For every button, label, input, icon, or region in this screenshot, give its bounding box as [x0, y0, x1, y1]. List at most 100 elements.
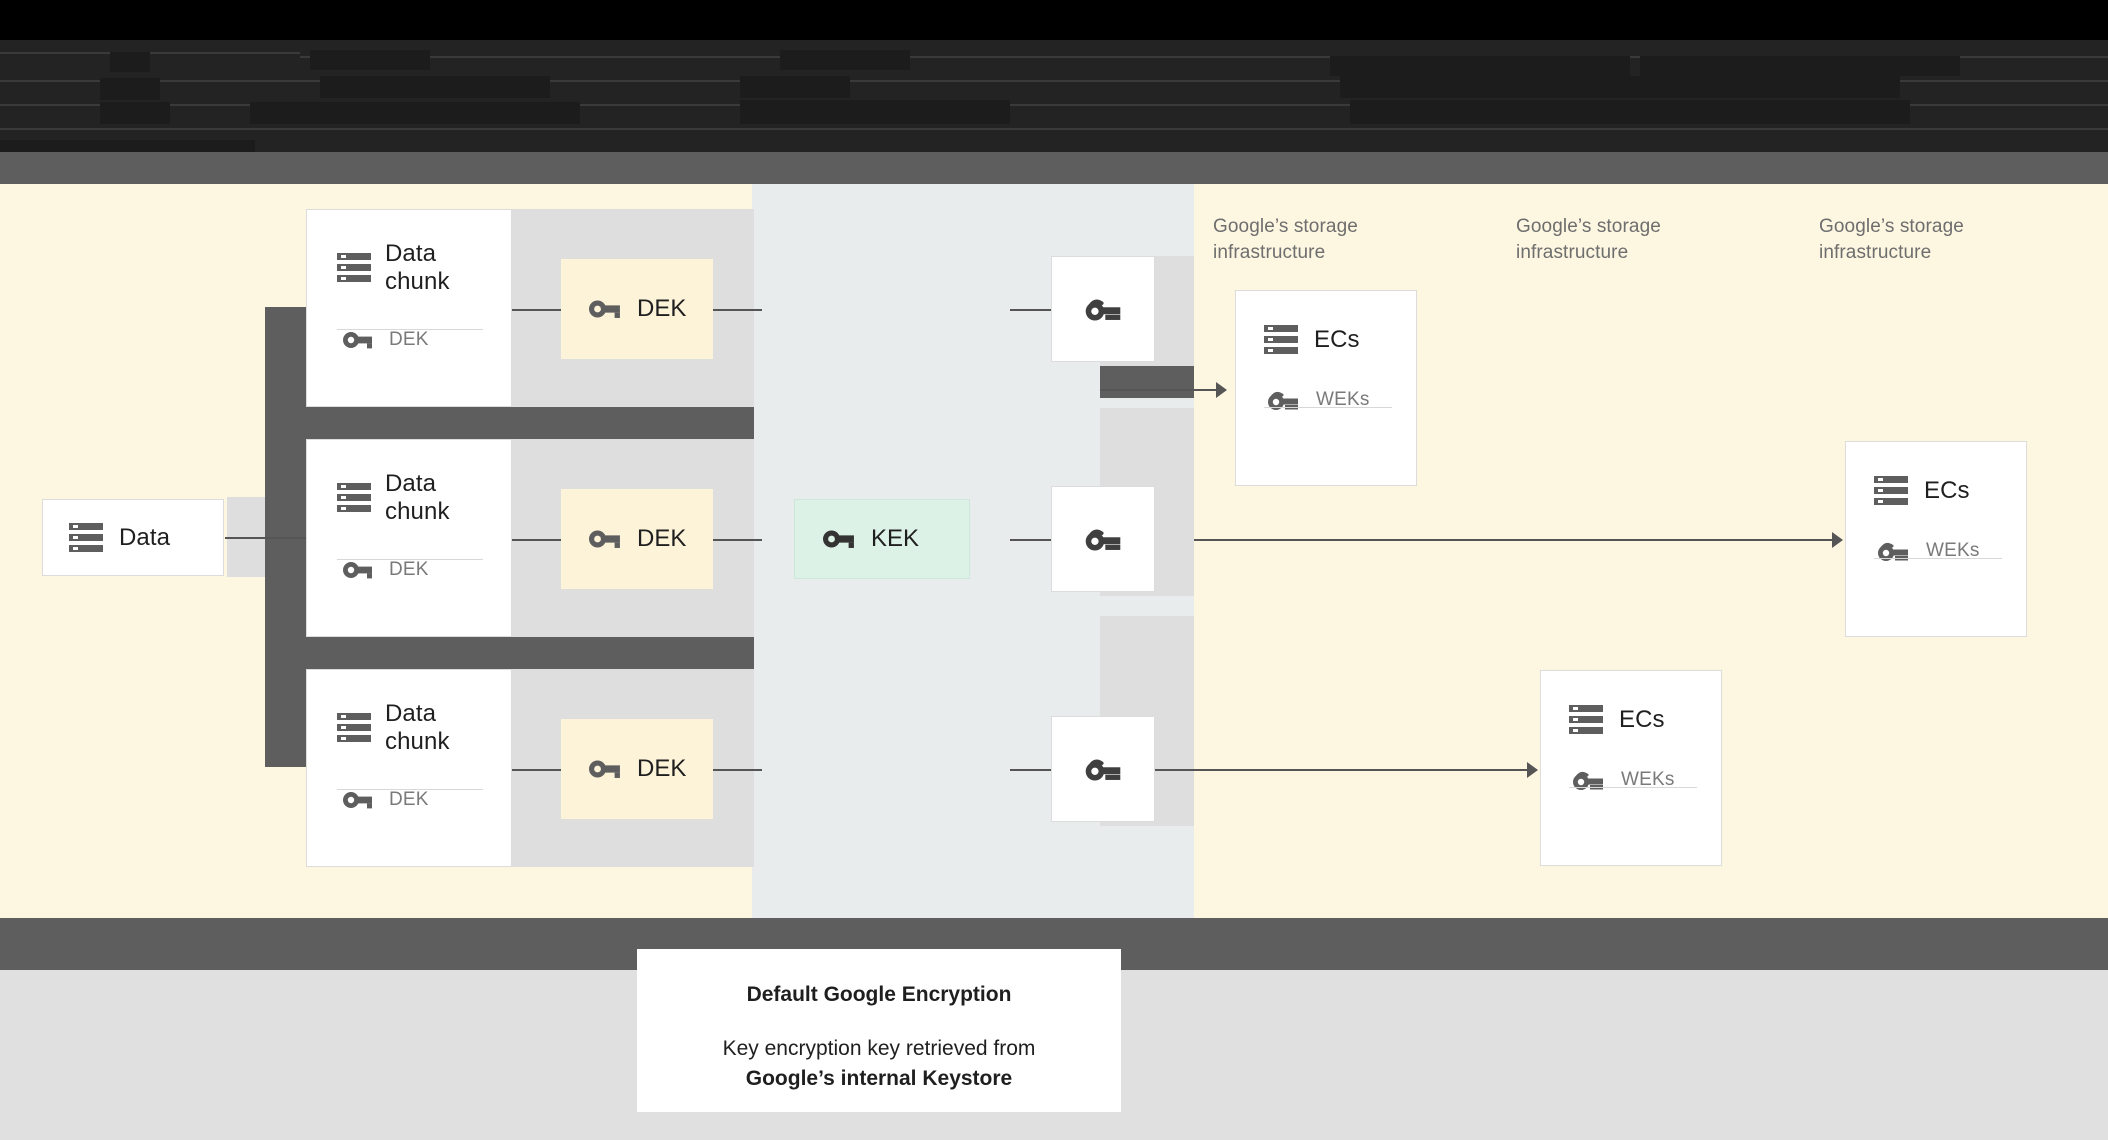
header-noise-block	[0, 140, 255, 154]
header-noise-block	[1340, 76, 1900, 98]
data-chunk-label-2: Data chunk	[385, 470, 450, 525]
connector-dek3-to-column	[713, 769, 762, 771]
server-icon	[337, 712, 371, 743]
storage-label-1: ECs	[1314, 326, 1360, 354]
key-icon	[1266, 387, 1300, 413]
data-chunk-card-1[interactable]: Data chunk DEK	[306, 209, 512, 407]
header-noise-line	[0, 128, 2108, 130]
connector-to-wek3	[1010, 769, 1052, 771]
arrowhead-ecs-1	[1216, 382, 1227, 398]
header-noise-block	[100, 78, 160, 100]
server-icon	[69, 522, 103, 553]
header-noise-block	[740, 100, 1010, 124]
wrapped-key-card-1[interactable]	[1051, 256, 1155, 362]
arrowhead-ecs-2	[1832, 532, 1843, 548]
header-noise-block	[1640, 56, 1960, 76]
header-noise-block	[1330, 56, 1630, 76]
header-noise-block	[1350, 100, 1910, 124]
header-noise-block	[110, 52, 150, 72]
storage-key-label-2: WEKs	[1926, 540, 1980, 561]
dek-label-2: DEK	[637, 525, 687, 552]
key-icon	[343, 789, 373, 811]
connector-data-to-spine	[225, 537, 313, 539]
key-icon	[1083, 294, 1123, 324]
connector-chunk1-to-dek1	[512, 309, 561, 311]
connector-chunk2-to-dek2	[512, 539, 561, 541]
kek-box[interactable]: KEK	[794, 499, 970, 579]
storage-label-2: ECs	[1924, 477, 1970, 505]
dek-label-3: DEK	[637, 755, 687, 782]
dek-label-1: DEK	[637, 295, 687, 322]
data-source-label: Data	[119, 523, 171, 551]
connector-chunk3-to-dek3	[512, 769, 561, 771]
key-icon	[589, 297, 621, 321]
storage-card-3[interactable]: ECs WEKs	[1540, 670, 1722, 866]
connector-to-wek1	[1010, 309, 1052, 311]
header-noise-line	[0, 104, 2108, 106]
header-noise-block	[780, 50, 910, 70]
dark-separator-2	[265, 637, 754, 669]
key-icon	[1571, 767, 1605, 793]
key-icon	[343, 559, 373, 581]
arrowhead-ecs-3	[1527, 762, 1538, 778]
storage-card-1[interactable]: ECs WEKs	[1235, 290, 1417, 486]
arrow-line-to-ecs-1	[1100, 389, 1224, 391]
caption-title: Default Google Encryption	[746, 983, 1012, 1006]
dark-separator-1	[265, 407, 754, 439]
data-chunk-key-label-1: DEK	[389, 329, 429, 351]
connector-dek2-to-column	[713, 539, 762, 541]
key-icon	[589, 527, 621, 551]
server-icon	[1874, 476, 1908, 506]
caption-panel: Default Google Encryption Key encryption…	[637, 949, 1121, 1112]
storage-label-3: ECs	[1619, 706, 1665, 734]
data-source-card[interactable]: Data	[42, 499, 224, 576]
card-divider	[1264, 407, 1392, 408]
storage-key-label-3: WEKs	[1621, 769, 1675, 790]
key-icon	[1083, 524, 1123, 554]
upper-dark-band	[0, 152, 2108, 184]
arrow-line-to-ecs-2	[1194, 539, 1841, 541]
data-chunk-label-1: Data chunk	[385, 240, 450, 295]
card-divider	[337, 559, 483, 560]
header-noise-line	[0, 52, 300, 54]
dark-separator-3	[1100, 366, 1194, 398]
storage-key-label-1: WEKs	[1316, 389, 1370, 410]
key-icon	[589, 757, 621, 781]
data-chunk-card-2[interactable]: Data chunk DEK	[306, 439, 512, 637]
data-chunk-label-3: Data chunk	[385, 700, 450, 755]
connector-dek1-to-column	[713, 309, 762, 311]
dek-box-3[interactable]: DEK	[561, 719, 713, 819]
top-black-band	[0, 0, 2108, 40]
card-divider	[337, 329, 483, 330]
data-chunk-key-label-2: DEK	[389, 559, 429, 581]
infra-label-2: Google’s storage infrastructure	[1516, 216, 1661, 263]
server-icon	[337, 482, 371, 513]
card-divider	[337, 789, 483, 790]
key-row-band-2b	[1100, 616, 1194, 716]
card-divider	[1874, 558, 2002, 559]
header-noise-block	[740, 76, 850, 98]
key-icon	[1876, 538, 1910, 564]
dek-box-2[interactable]: DEK	[561, 489, 713, 589]
header-noise-line	[0, 80, 2108, 82]
kek-label: KEK	[871, 525, 920, 552]
wrapped-key-card-3[interactable]	[1051, 716, 1155, 822]
server-icon	[337, 252, 371, 283]
dek-box-1[interactable]: DEK	[561, 259, 713, 359]
infra-label-3: Google’s storage infrastructure	[1819, 216, 1964, 263]
arrow-line-to-ecs-3	[1155, 769, 1535, 771]
header-noise-block	[100, 102, 170, 124]
header-noise-block	[320, 76, 550, 98]
data-chunk-card-3[interactable]: Data chunk DEK	[306, 669, 512, 867]
key-icon	[343, 329, 373, 351]
header-noise-block	[250, 102, 580, 124]
header-noise-line	[300, 56, 2108, 58]
wrapped-key-card-2[interactable]	[1051, 486, 1155, 592]
connector-to-wek2	[1010, 539, 1052, 541]
storage-card-2[interactable]: ECs WEKs	[1845, 441, 2027, 637]
server-icon	[1569, 705, 1603, 735]
caption-line-1: Key encryption key retrieved from	[722, 1037, 1036, 1060]
card-divider	[1569, 787, 1697, 788]
key-icon	[1083, 754, 1123, 784]
